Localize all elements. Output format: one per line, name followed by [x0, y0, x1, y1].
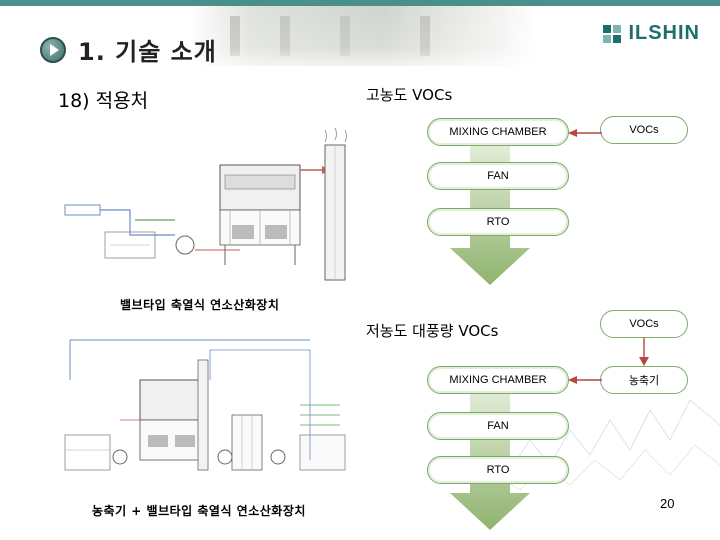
title-group: 1. 기술 소개 — [40, 32, 217, 67]
flow-step-fan: FAN — [427, 162, 569, 190]
flow-step-mixing-chamber-2: MIXING CHAMBER — [427, 366, 569, 394]
flow-step-rto-2: RTO — [427, 456, 569, 484]
play-bullet-icon — [40, 36, 66, 63]
header-fade — [0, 6, 720, 76]
side-voc-input-2: VOCs — [600, 310, 688, 338]
section1-heading: 고농도 VOCs — [366, 86, 453, 104]
subtitle: 18) 적용처 — [58, 90, 149, 112]
company-logo: ILSHIN — [602, 22, 700, 45]
flow-step-fan-2: FAN — [427, 412, 569, 440]
flow-step-mixing-chamber: MIXING CHAMBER — [427, 118, 569, 146]
flow-step-rto: RTO — [427, 208, 569, 236]
page-number: 20 — [660, 496, 675, 511]
connector-arrow-down — [639, 338, 649, 366]
page-title: 1. 기술 소개 — [78, 38, 217, 66]
diagram-low-concentration — [64, 339, 346, 471]
section2-heading: 저농도 대풍량 VOCs — [366, 322, 499, 340]
side-concentrator: 농축기 — [600, 366, 688, 394]
connector-arrow-1 — [568, 129, 602, 137]
diagram-high-concentration — [64, 127, 347, 281]
side-voc-input-1: VOCs — [600, 116, 688, 144]
section1-caption: 밸브타입 축열식 연소산화장치 — [120, 298, 280, 312]
logo-mark-icon — [603, 24, 622, 43]
connector-arrow-2 — [568, 376, 602, 384]
section2-caption: 농축기 + 밸브타입 축열식 연소산화장치 — [92, 504, 306, 518]
top-accent-bar — [0, 0, 720, 6]
logo-text: ILSHIN — [628, 22, 700, 44]
